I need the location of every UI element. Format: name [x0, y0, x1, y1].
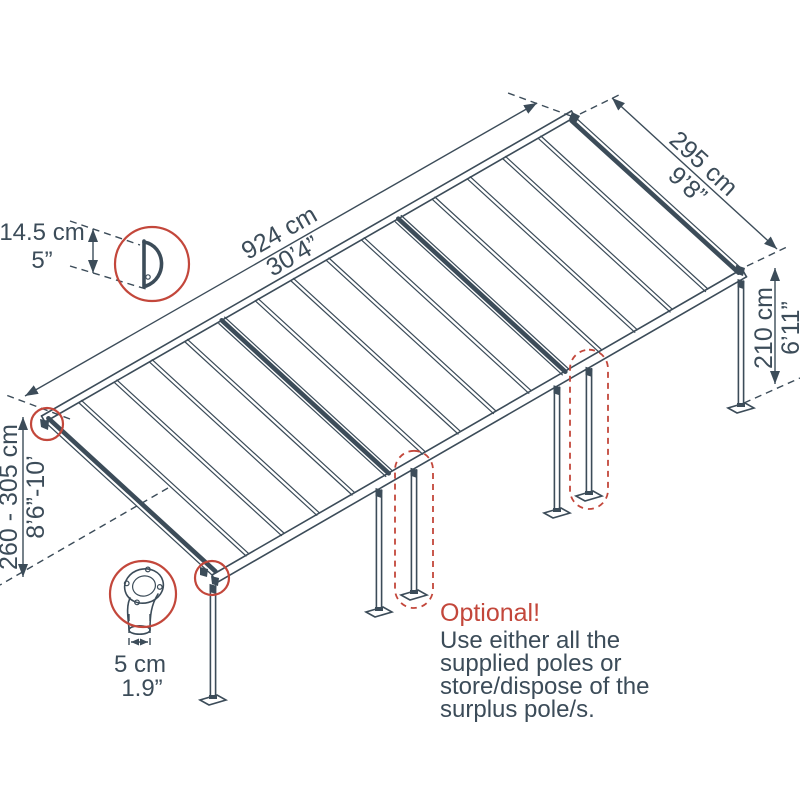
panel-divider — [504, 155, 674, 310]
optional-note-line: store/dispose of the — [440, 673, 649, 700]
highlight-circle-back-left-corner — [29, 406, 65, 442]
corner-bracket-back-left — [40, 419, 49, 430]
panel-divider — [540, 135, 709, 290]
panel-divider — [80, 399, 250, 554]
posts — [197, 278, 757, 706]
panel-divider — [328, 257, 497, 412]
optional-pole-highlight — [394, 449, 434, 609]
roof-panels — [78, 135, 709, 557]
section-joint-bar — [219, 318, 391, 476]
optional-note-line: supplied poles or — [440, 650, 621, 677]
pole-flange — [123, 568, 165, 604]
corner-bracket-front-left — [200, 567, 208, 577]
roof-gutter-edge — [211, 268, 743, 576]
dim-front-height-imperial: 6’11” — [777, 301, 800, 355]
post-optional — [573, 366, 605, 502]
panel-divider — [469, 176, 638, 331]
post — [363, 487, 395, 618]
roof-back-edge — [44, 116, 576, 423]
dim-width-arrow — [24, 102, 538, 397]
gutter-profile-imperial: 5” — [31, 247, 52, 274]
section-joint-bar — [396, 216, 568, 374]
dim-wall-height-imperial: 8’6”-10’ — [22, 455, 50, 538]
roof-right-edge — [574, 116, 743, 270]
dim-wall-height-label: 260 - 305 cm 8’6”-10’ — [0, 424, 50, 570]
panel-divider — [151, 359, 320, 514]
post-optional — [398, 467, 430, 601]
corner-bracket-back-right — [569, 112, 580, 123]
post — [197, 583, 229, 706]
panel-divider — [186, 338, 356, 493]
corner-bracket-front-right — [735, 265, 745, 276]
panel-divider — [363, 237, 532, 392]
dim-depth-label: 295 cm 9’8” — [663, 126, 744, 210]
gutter-profile-detail — [69, 220, 164, 290]
optional-note: Optional! Use either all the supplied po… — [440, 599, 649, 723]
optional-pole-highlight — [569, 348, 609, 510]
pole-diameter-detail — [123, 566, 165, 650]
optional-note-line: surplus pole/s. — [440, 696, 595, 723]
pole-diameter-metric: 5 cm — [114, 651, 166, 678]
gutter-profile-metric: 14.5 cm — [0, 219, 85, 246]
roof — [40, 110, 748, 586]
panel-divider — [292, 277, 462, 432]
panel-divider — [116, 379, 285, 534]
post — [725, 278, 757, 414]
red-highlights — [29, 225, 609, 629]
pole-diameter-imperial: 1.9” — [121, 675, 162, 702]
highlight-circle-front-left-corner — [193, 559, 231, 597]
optional-note-title: Optional! — [440, 599, 540, 627]
panel-divider — [434, 196, 603, 351]
dimension-arrows — [18, 97, 780, 577]
dim-front-height-label: 210 cm 6’11” — [750, 287, 800, 369]
optional-pole-highlights — [394, 348, 609, 609]
optional-note-line: Use either all the — [440, 627, 620, 654]
highlight-circle-pole-detail — [108, 559, 178, 629]
post-top-bracket — [209, 583, 217, 594]
labels: 924 cm 30’4” 295 cm 9’8” 210 cm 6’11” 26… — [0, 126, 800, 723]
dim-width-label: 924 cm 30’4” — [237, 200, 324, 282]
panel-divider — [257, 298, 426, 453]
roof-left-edge — [44, 421, 213, 576]
highlight-circle-gutter-profile — [113, 225, 191, 303]
dim-wall-height-metric: 260 - 305 cm — [0, 424, 23, 570]
post — [541, 385, 573, 519]
dim-front-height-metric: 210 cm — [750, 287, 778, 369]
dim-depth-arrow — [611, 97, 778, 250]
